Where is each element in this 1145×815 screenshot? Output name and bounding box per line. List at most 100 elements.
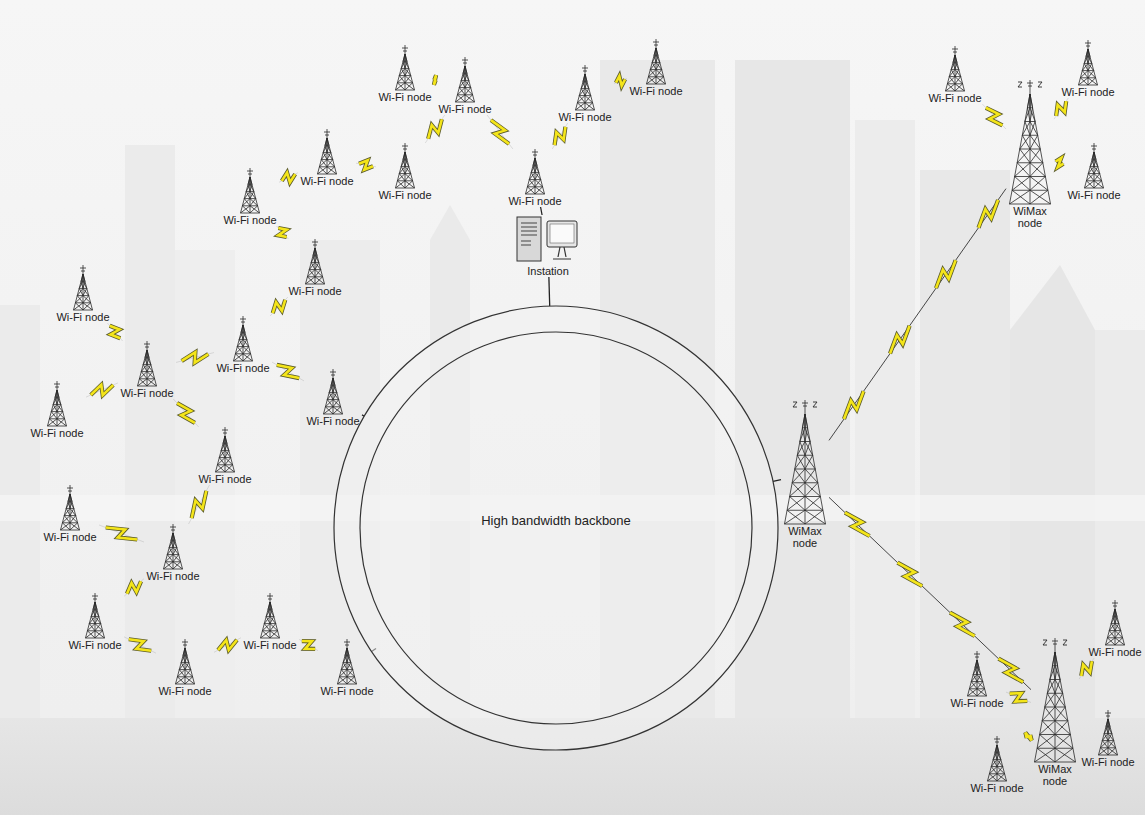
link-group [214,638,241,653]
tower-icon [259,593,281,639]
tower-icon [162,524,184,570]
lightning-outline [998,659,1023,682]
wifi-node: Wi-Fi node [376,45,434,103]
tower-icon [1097,710,1119,756]
lightning-bolt [950,613,975,636]
tower-lattice [216,427,235,472]
link-group [829,189,1006,441]
lightning-bolt [177,403,195,423]
wifi-node: Wi-Fi node [1065,143,1123,201]
antenna-mark [793,402,817,407]
tower-icon [232,316,254,362]
tower-lattice [968,651,987,696]
tower-lattice [456,57,475,102]
wireless-link [552,123,567,149]
wireless-link [214,638,241,653]
lightning-bolt [555,127,566,145]
lightning-bolt [844,391,864,419]
lightning-outline [555,127,566,145]
ring-outer [334,306,778,750]
cable-link [773,480,781,482]
lightning-outline [1081,661,1092,676]
building [855,120,915,725]
tower-lattice [164,524,183,569]
link-group [189,485,210,524]
node-label: High bandwidth backbone [481,513,631,544]
tower-icon [394,143,416,189]
tower-lattice [576,65,595,110]
lightning-outline [110,326,121,339]
wifi-node: Wi-Fi node [318,639,376,697]
lightning-bolt [491,120,509,144]
lightning-outline [282,173,295,183]
tower-lattice [318,129,337,174]
lightning-bolt [127,581,141,593]
lightning-bolt [1010,693,1028,701]
link-group [124,637,156,653]
lightning-outline [359,160,373,170]
wireless-link [277,226,289,239]
wireless-link [425,115,445,143]
wifi-node: Wi-Fi node [196,427,254,485]
link-group [299,639,318,650]
node-label: Wi-Fi node [970,782,1023,794]
wireless-link [487,115,513,149]
node-label: Wi-Fi node [120,387,173,399]
lightning-bolt [91,385,113,395]
building [175,250,235,725]
lightning-outline [192,491,207,518]
link-group [1025,733,1031,741]
lightning-bolt [936,260,956,288]
tower-lattice [234,316,253,361]
node-label: Wi-Fi node [320,685,373,697]
tower-lattice [86,593,105,638]
lightning-bolt [218,640,237,650]
monitor-stand [553,247,571,259]
wireless-link [829,189,1006,441]
link-group [548,277,550,306]
node-label: Wi-Fi node [950,697,1003,709]
lightning-outline [218,640,237,650]
tower-lattice [324,369,343,414]
link-group [1079,658,1094,679]
wifi-node: Wi-Fi node [214,316,272,374]
tower-lattice [526,149,545,194]
tower-icon [645,39,667,85]
wireless-link [86,383,118,397]
lightning-bolt [1081,661,1092,676]
link-group [552,123,567,149]
link-group [270,297,288,316]
lightning-bolt [434,75,436,85]
node-label: Wi-Fi node [378,91,431,103]
wifi-node: Wi-Fi node [156,639,214,697]
wimax-node: WiMax node [1006,80,1054,229]
node-label: WiMax node [783,525,827,549]
tower-lattice [261,593,280,638]
tower-lattice [1035,638,1076,762]
tower-icon [136,341,158,387]
wifi-node: Wi-Fi node [118,341,176,399]
node-label: Instation [527,265,569,277]
wifi-node: Wi-Fi node [221,168,279,226]
antenna-mark [1043,640,1067,645]
lightning-bolt [897,563,922,586]
tower-lattice [138,341,157,386]
lightning-outline [277,365,299,378]
wireless-link [982,104,1006,129]
link-group [487,115,513,149]
tower-lattice [74,265,93,310]
tower-icon [524,149,546,195]
lightning-outline [273,300,285,313]
node-label: WiMax node [1008,205,1052,229]
link-group [279,173,298,183]
tower-icon [574,65,596,111]
wireless-link [124,579,144,597]
lightning-outline [434,75,436,85]
lightning-bolt [302,641,315,649]
cable-link [548,277,550,306]
monitor-frame [547,221,577,247]
ring-outline [332,304,780,752]
wifi-node: Wi-Fi node [286,239,344,297]
